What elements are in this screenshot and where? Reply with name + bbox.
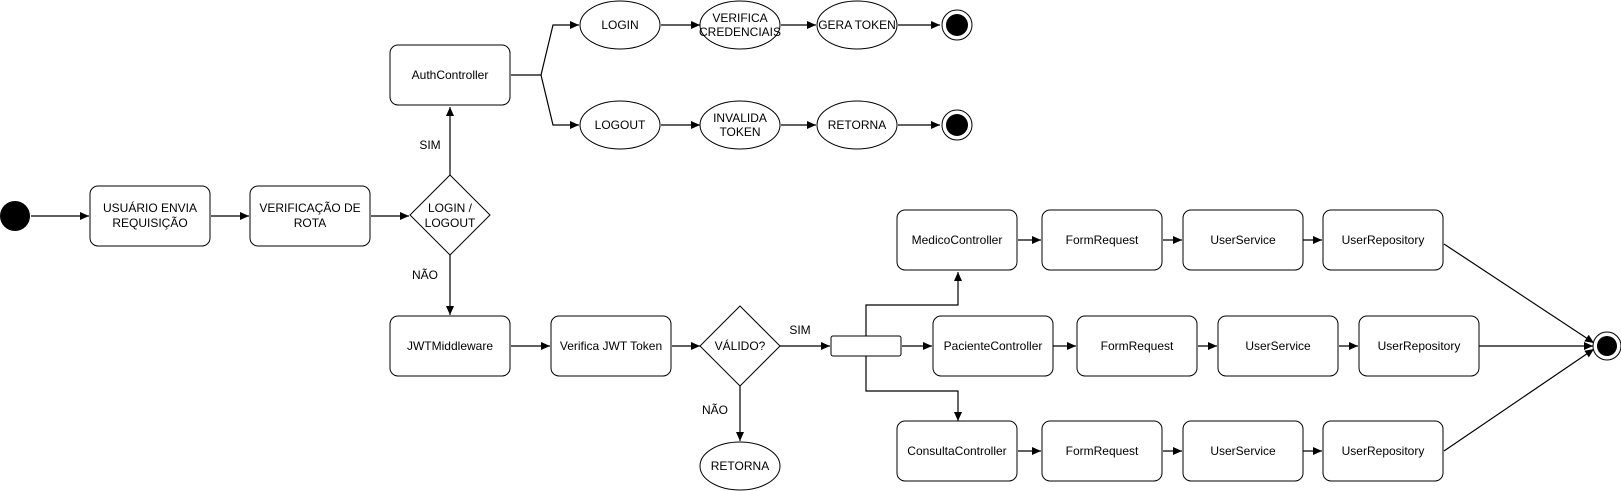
end-node-logout: [941, 109, 973, 141]
edge-fork-to-logout: [540, 74, 579, 129]
node-user-request-line-2: REQUISIÇÃO: [112, 216, 187, 230]
node-verify-jwt-label: Verifica JWT Token: [560, 339, 662, 353]
node-user-service-1-label: UserService: [1210, 233, 1276, 247]
decision-valid-label: VÁLIDO?: [715, 338, 766, 353]
decision-login-logout-line-1: LOGIN /: [428, 201, 473, 215]
node-user-service-3: UserService: [1182, 420, 1304, 482]
node-user-repository-3: UserRepository: [1322, 420, 1444, 482]
node-medico-controller-label: MedicoController: [912, 233, 1003, 247]
node-route-check-line-1: VERIFICAÇÃO DE: [259, 201, 360, 215]
node-form-request-1-label: FormRequest: [1066, 233, 1139, 247]
node-user-repository-1-label: UserRepository: [1342, 233, 1425, 247]
decision-login-logout-line-2: LOGOUT: [425, 216, 476, 230]
edge-label-sim-valid: SIM: [789, 323, 810, 337]
decision-login-logout: LOGIN / LOGOUT: [409, 174, 491, 256]
node-user-service-3-label: UserService: [1210, 444, 1276, 458]
node-returns-bottom: RETORNA: [699, 441, 781, 491]
end-node-main: [1592, 331, 1621, 361]
edge-label-nao-jwt: NÃO: [412, 268, 438, 282]
node-verify-credentials: VERIFICA CREDENCIAIS: [699, 0, 781, 50]
edge-label-nao-valid: NÃO: [702, 403, 728, 417]
node-jwt-middleware: JWTMiddleware: [389, 315, 511, 377]
node-login: LOGIN: [579, 0, 661, 50]
node-medico-controller: MedicoController: [896, 209, 1018, 271]
node-form-request-1: FormRequest: [1041, 209, 1163, 271]
decision-valid: VÁLIDO?: [699, 305, 781, 387]
node-verify-jwt: Verifica JWT Token: [550, 315, 672, 377]
node-user-repository-3-label: UserRepository: [1342, 444, 1425, 458]
edge-fork-to-login: [540, 21, 579, 76]
node-user-repository-1: UserRepository: [1322, 209, 1444, 271]
fork-bar: [830, 335, 902, 357]
node-login-label: LOGIN: [601, 18, 638, 32]
node-form-request-2-label: FormRequest: [1101, 339, 1174, 353]
node-paciente-controller-label: PacienteController: [944, 339, 1043, 353]
node-verify-credentials-line-2: CREDENCIAIS: [699, 25, 781, 39]
node-logout: LOGOUT: [579, 100, 661, 150]
node-consulta-controller: ConsultaController: [896, 420, 1018, 482]
node-user-request: USUÁRIO ENVIA REQUISIÇÃO: [89, 185, 211, 247]
node-route-check-line-2: ROTA: [294, 216, 326, 230]
node-invalidate-token: INVALIDA TOKEN: [699, 100, 781, 150]
node-gen-token-label: GERA TOKEN: [818, 18, 896, 32]
node-returns-top: RETORNA: [816, 100, 898, 150]
node-jwt-middleware-label: JWTMiddleware: [407, 339, 493, 353]
edge-label-sim-auth: SIM: [419, 138, 440, 152]
node-form-request-3-label: FormRequest: [1066, 444, 1139, 458]
node-invalidate-token-line-1: INVALIDA: [713, 111, 767, 125]
node-auth-controller-label: AuthController: [412, 68, 489, 82]
node-user-repository-2: UserRepository: [1358, 315, 1480, 377]
node-user-repository-2-label: UserRepository: [1378, 339, 1461, 353]
node-returns-top-label: RETORNA: [828, 118, 886, 132]
node-user-request-line-1: USUÁRIO ENVIA: [103, 200, 197, 215]
edge-repo-3-to-end: [1443, 348, 1595, 452]
node-gen-token: GERA TOKEN: [816, 0, 898, 50]
edges: [31, 21, 1595, 455]
node-user-service-1: UserService: [1182, 209, 1304, 271]
node-user-service-2-label: UserService: [1245, 339, 1311, 353]
edge-fork-to-consulta: [865, 356, 962, 421]
node-route-check: VERIFICAÇÃO DE ROTA: [249, 185, 371, 247]
end-node-login: [941, 9, 973, 41]
node-logout-label: LOGOUT: [595, 118, 646, 132]
node-paciente-controller: PacienteController: [932, 315, 1054, 377]
node-returns-bottom-label: RETORNA: [711, 459, 769, 473]
node-user-service-2: UserService: [1217, 315, 1339, 377]
node-invalidate-token-line-2: TOKEN: [719, 125, 760, 139]
node-form-request-2: FormRequest: [1076, 315, 1198, 377]
node-verify-credentials-line-1: VERIFICA: [712, 11, 767, 25]
node-form-request-3: FormRequest: [1041, 420, 1163, 482]
edge-fork-to-medico: [865, 272, 962, 336]
start-node: [0, 201, 30, 231]
edge-repo-1-to-end: [1443, 243, 1595, 344]
node-consulta-controller-label: ConsultaController: [907, 444, 1006, 458]
node-auth-controller: AuthController: [389, 44, 511, 106]
